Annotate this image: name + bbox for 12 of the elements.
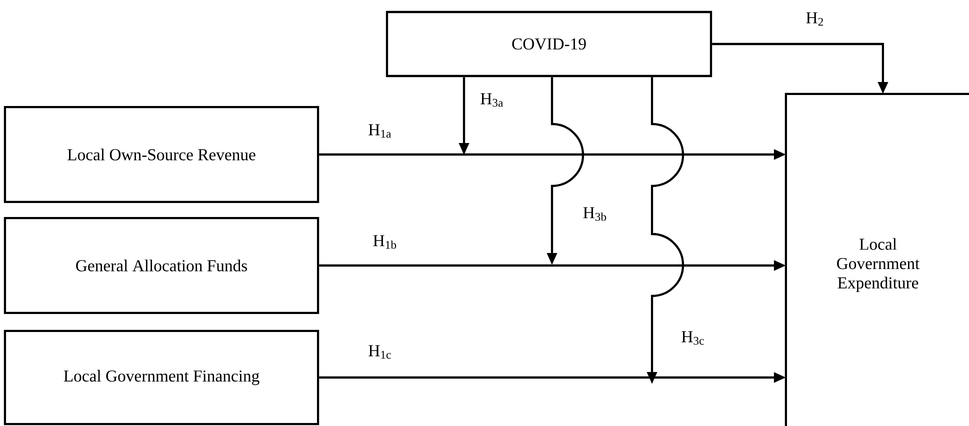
edge-label: H$_{1a}$: [366, 122, 394, 140]
edge-label: H$_{3c}$: [680, 330, 706, 346]
box: COVID-19: [386, 10, 712, 78]
open-box: Local Government Expenditure: [784, 92, 969, 426]
edge-label: H$_{1b}$: [372, 234, 399, 250]
edge-label: H$_{1c}$: [366, 344, 394, 360]
box: Local Government Financing: [4, 330, 320, 426]
box: General Allocation Funds: [4, 216, 320, 314]
box: Local Own-Source Revenue: [4, 106, 320, 204]
edge-label: H$_{3a}$: [478, 92, 506, 108]
edge-label: H$_{2}$: [804, 11, 826, 27]
edge-label: H$_{3b}$: [582, 206, 609, 222]
